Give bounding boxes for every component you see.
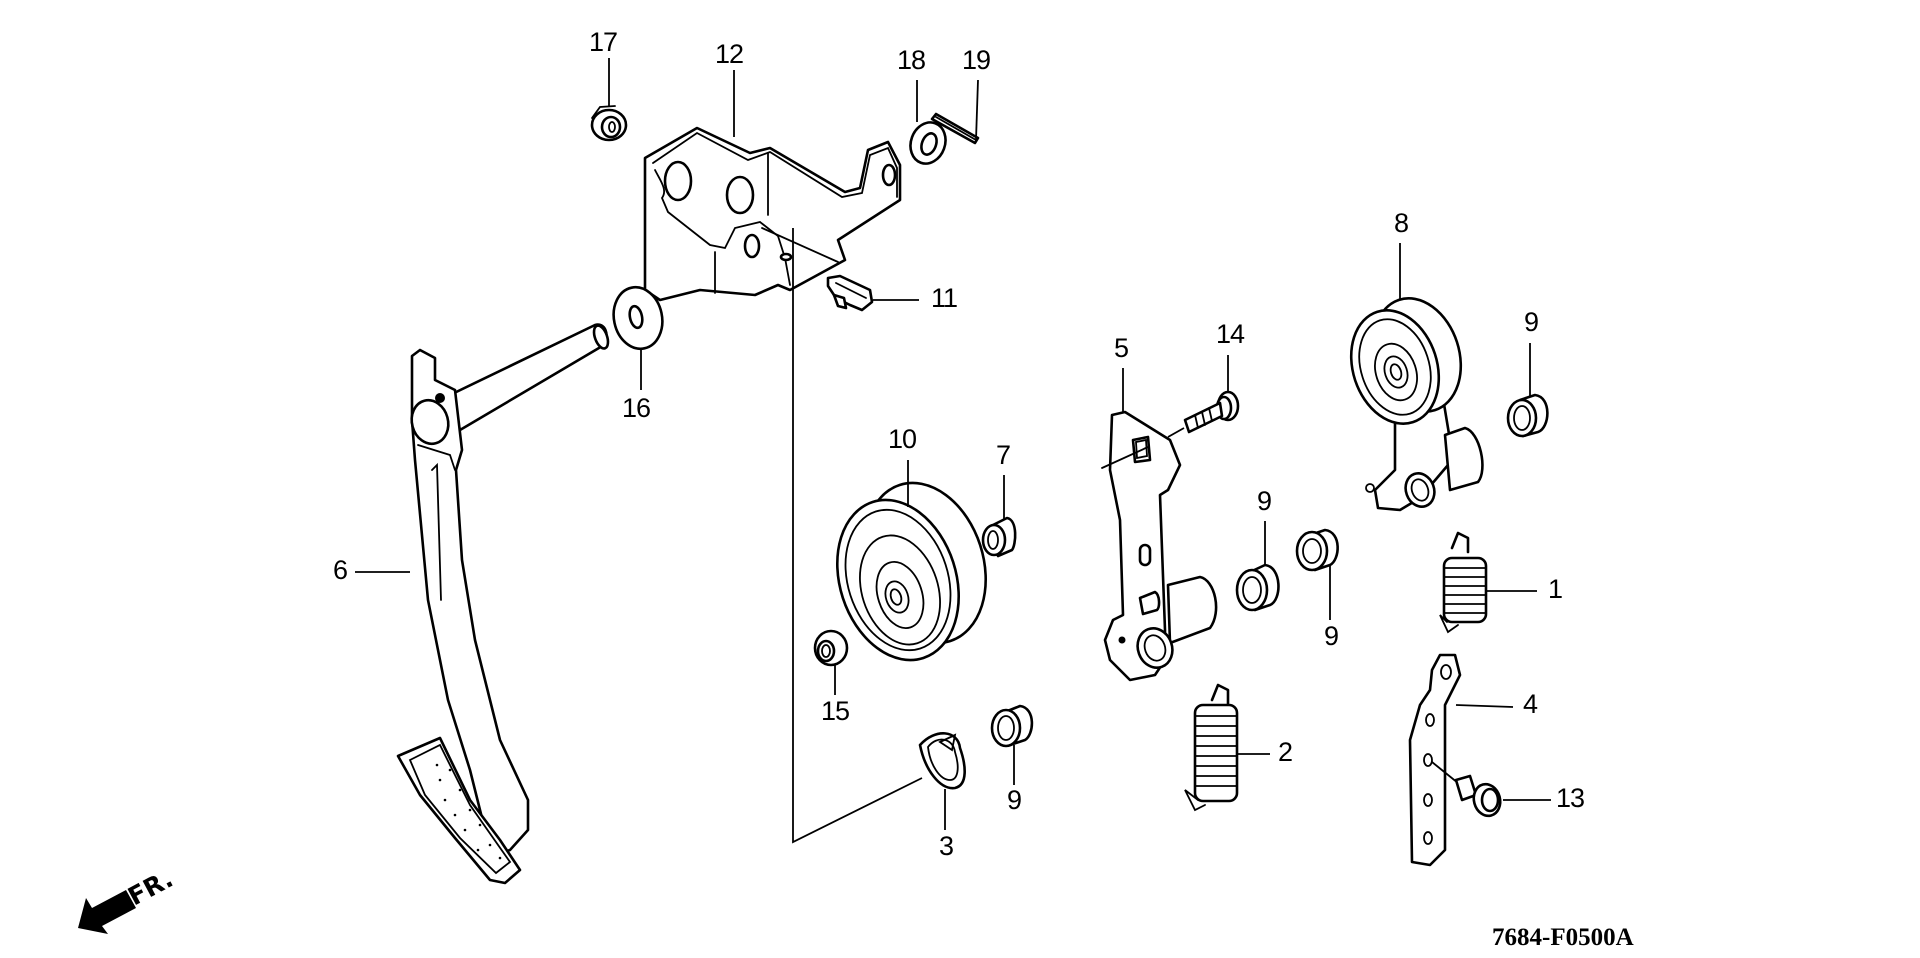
part-washer[interactable]: [608, 283, 668, 354]
part-flange-nut-top[interactable]: [590, 105, 628, 142]
part-tension-spring-lower[interactable]: [1184, 683, 1239, 812]
front-direction-arrow-icon: [78, 890, 136, 934]
callout-10: 10: [888, 424, 916, 454]
callout-leader-lines: [355, 58, 1551, 830]
callout-14: 14: [1216, 319, 1245, 349]
callout-19: 19: [962, 45, 990, 75]
callout-9a: 9: [1524, 307, 1538, 337]
callout-11: 11: [931, 283, 957, 313]
callout-18: 18: [897, 45, 925, 75]
part-tension-pulley-assembly[interactable]: [1337, 287, 1484, 512]
callout-7: 7: [996, 440, 1010, 470]
callout-5: 5: [1114, 333, 1128, 363]
part-washer-small[interactable]: [905, 117, 951, 168]
part-cotter-pin[interactable]: [930, 112, 980, 145]
part-flange-nut[interactable]: [813, 629, 849, 667]
part-spring-plate[interactable]: [1408, 653, 1462, 867]
callout-9b: 9: [1257, 486, 1271, 516]
front-direction-indicator: FR.: [78, 864, 178, 934]
part-pedal-arm[interactable]: [396, 323, 611, 885]
part-tension-arm[interactable]: [1101, 410, 1218, 682]
assembly-leader-line: [792, 228, 923, 844]
callout-4: 4: [1523, 689, 1538, 719]
part-pedal-bracket[interactable]: [643, 126, 902, 302]
diagram-code: 7684-F0500A: [1492, 924, 1634, 951]
callout-17: 17: [589, 27, 617, 57]
part-flange-bolt[interactable]: [1454, 774, 1504, 819]
part-clip[interactable]: [918, 732, 966, 790]
part-bushing[interactable]: [1295, 528, 1339, 572]
callout-2: 2: [1278, 737, 1292, 767]
callout-3: 3: [939, 831, 953, 861]
part-clamp[interactable]: [826, 274, 874, 312]
part-bushing[interactable]: [1506, 393, 1549, 438]
part-bushing[interactable]: [1235, 563, 1280, 612]
pedal-pad-texture: [435, 763, 502, 860]
callout-9c: 9: [1324, 621, 1338, 651]
callout-15: 15: [821, 696, 849, 726]
callout-1: 1: [1548, 574, 1562, 604]
part-tension-spring-upper[interactable]: [1439, 531, 1488, 634]
part-collar[interactable]: [981, 516, 1017, 558]
part-idler-pulley[interactable]: [817, 467, 1005, 676]
part-bushing[interactable]: [990, 704, 1034, 748]
callout-8: 8: [1394, 208, 1408, 238]
part-flange-bolt-small[interactable]: [1167, 390, 1240, 438]
callout-12: 12: [715, 39, 743, 69]
callout-16: 16: [622, 393, 650, 423]
callout-6: 6: [333, 555, 347, 585]
callout-13: 13: [1556, 783, 1584, 813]
callout-9d: 9: [1007, 785, 1021, 815]
